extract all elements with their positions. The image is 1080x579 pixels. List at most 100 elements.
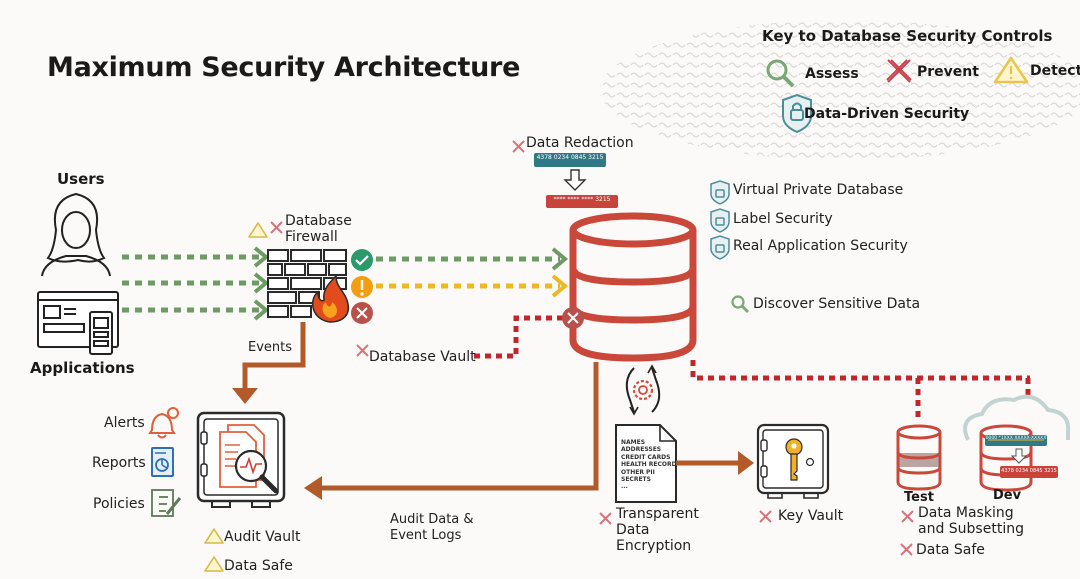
redaction-original-value: 4378 0234 0845 3215 (536, 154, 604, 161)
masking-line1: Data Masking (918, 505, 1014, 521)
encryption-gear-icon (625, 364, 661, 416)
firewall-label: Database Firewall (285, 213, 352, 245)
firewall-label-line1: Database (285, 213, 352, 229)
vpd-label: Virtual Private Database (733, 182, 904, 198)
doc-line: ADDRESSES (621, 446, 662, 454)
alerts-bell-icon (148, 407, 179, 439)
dev-label: Dev (993, 488, 1022, 503)
vault-blocked-icon (562, 307, 584, 329)
test-database-icon (896, 424, 942, 491)
key-prevent-icon (886, 59, 912, 83)
masking-line2: and Subsetting (918, 521, 1024, 537)
datasafe-prevent-icon (900, 543, 913, 556)
dev-masked-value: 0000 *1XXX XXXXX-XXXXX (985, 436, 1047, 441)
vault-prevent-icon (356, 344, 369, 357)
firewall-prevent-icon (270, 221, 283, 234)
key-vault-label: Key Vault (778, 508, 844, 524)
key-prevent-label: Prevent (917, 64, 979, 80)
warn-arrowhead (551, 274, 569, 298)
firewall-label-line2: Firewall (285, 229, 338, 245)
policies-label: Policies (93, 496, 145, 512)
key-assess-icon (766, 59, 795, 88)
database-vault-label: Database Vault (369, 349, 476, 365)
audit-data-arrowhead (304, 476, 322, 500)
fingerprint-background (600, 20, 1080, 160)
tde-line3: Encryption (616, 538, 692, 554)
audit-flow-label: Audit Data & Event Logs (390, 512, 474, 544)
masking-prevent-icon (901, 510, 914, 523)
label-security-label: Label Security (733, 211, 833, 227)
policies-icon (151, 489, 182, 517)
discover-magnifier-icon (731, 295, 750, 314)
reports-label: Reports (92, 455, 146, 471)
key-title: Key to Database Security Controls (762, 27, 1053, 45)
audit-data-arrow (318, 362, 599, 491)
data-redaction-label: Data Redaction (526, 135, 634, 151)
discover-label: Discover Sensitive Data (753, 296, 921, 312)
tde-line2: Data (616, 522, 650, 538)
events-arrowhead (232, 388, 258, 404)
audit-vault-icon (196, 411, 286, 508)
user-flow-lines (122, 254, 262, 313)
db-to-envs-line (690, 360, 1031, 420)
flow-arrowheads-left (253, 246, 270, 321)
events-label: Events (248, 340, 293, 355)
sensitive-data-document (615, 424, 677, 503)
allowed-status-icon (351, 249, 373, 271)
doc-line: ... (621, 483, 628, 491)
application-icon (37, 291, 119, 355)
audit-flow-line2: Event Logs (390, 528, 462, 543)
tde-line1: Transparent (616, 506, 699, 522)
key-shield-lock-icon (782, 93, 812, 134)
doc-line: SECRETS (621, 476, 651, 484)
doc-line: CREDIT CARDS (621, 453, 671, 461)
db-vault-line (474, 315, 566, 359)
fire-icon (311, 274, 350, 323)
test-label: Test (904, 490, 934, 505)
ras-shield-icon (710, 235, 730, 260)
keyvault-prevent-icon (759, 510, 772, 523)
firewall-detect-icon (248, 222, 268, 238)
key-vault-icon (756, 423, 830, 499)
applications-label: Applications (30, 359, 135, 377)
warning-status-icon (351, 276, 373, 298)
auditvault-detect-icon (204, 528, 224, 544)
alerts-label: Alerts (104, 415, 145, 431)
audit-flow-line1: Audit Data & (390, 512, 474, 527)
allowed-arrowhead (551, 247, 569, 271)
redaction-masked-card (546, 195, 618, 208)
audit-data-safe-label: Data Safe (224, 558, 293, 574)
blocked-status-icon (351, 302, 373, 324)
user-icon (41, 192, 111, 277)
doc-line: NAMES (621, 439, 646, 446)
dev-cloud-icon (963, 394, 1071, 441)
key-detect-icon (993, 56, 1029, 84)
ols-shield-icon (710, 208, 730, 233)
datasafe-detect-icon (204, 556, 224, 572)
redaction-masked-value: **** **** **** 3215 (553, 196, 611, 203)
tde-prevent-icon (599, 512, 612, 525)
doc-to-keyvault-arrowhead (738, 451, 754, 475)
doc-line: OTHER PII (621, 468, 655, 476)
document-contents: NAMES ADDRESSES CREDIT CARDS HEALTH RECO… (621, 439, 677, 491)
envs-data-safe-label: Data Safe (916, 542, 985, 558)
key-assess-label: Assess (805, 66, 859, 82)
redaction-down-arrow (563, 169, 587, 191)
dev-down-arrow (1010, 448, 1028, 464)
redaction-prevent-icon (512, 140, 525, 153)
vpd-shield-icon (710, 180, 730, 205)
page-title: Maximum Security Architecture (47, 52, 521, 83)
redaction-original-card (534, 153, 606, 167)
doc-line: HEALTH RECORD (621, 461, 677, 469)
database-icon (569, 212, 697, 362)
events-arrow (242, 322, 306, 392)
dev-original-card (1000, 466, 1058, 478)
key-detect-label: Detect (1030, 63, 1080, 79)
firewall-to-db-flows (376, 256, 560, 289)
tde-label: Transparent Data Encryption (616, 506, 699, 554)
reports-icon (151, 447, 174, 477)
key-data-driven-label: Data-Driven Security (804, 106, 970, 122)
users-label: Users (57, 170, 105, 188)
audit-vault-label: Audit Vault (224, 529, 301, 545)
